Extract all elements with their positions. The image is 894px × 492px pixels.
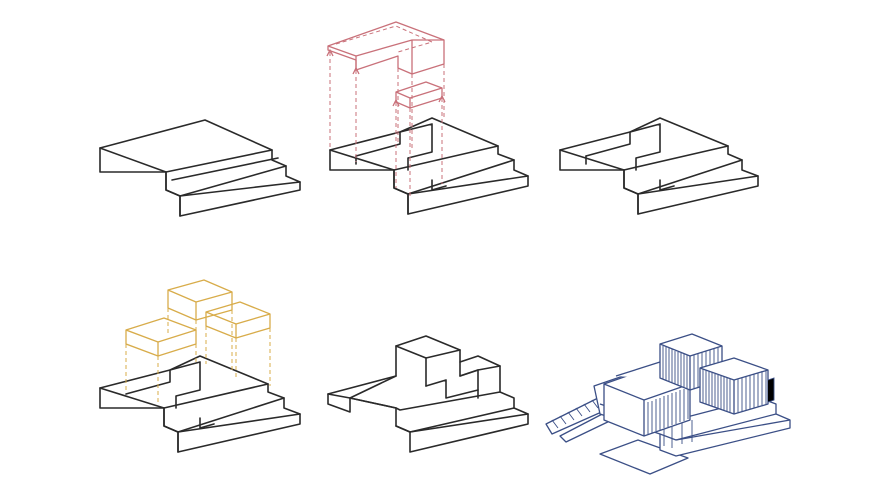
step-1-base-massing xyxy=(99,119,301,217)
ground-slab xyxy=(599,439,689,475)
step-4-addition-massing xyxy=(99,279,301,453)
step-3-carved-massing xyxy=(559,117,759,215)
subtraction-volume-large xyxy=(327,21,445,75)
step-6-final-building xyxy=(545,333,791,475)
addition-volume-middle xyxy=(167,279,233,321)
subtraction-volume-small xyxy=(395,81,443,109)
addition-volume-right xyxy=(205,301,271,339)
step-2-subtract-massing xyxy=(326,21,529,215)
addition-volume-left xyxy=(125,317,197,357)
addition-projection-lines xyxy=(125,308,271,404)
step-5-combined-massing xyxy=(327,335,529,453)
subtraction-projection-lines xyxy=(326,49,446,196)
tall-block-right xyxy=(699,357,775,415)
